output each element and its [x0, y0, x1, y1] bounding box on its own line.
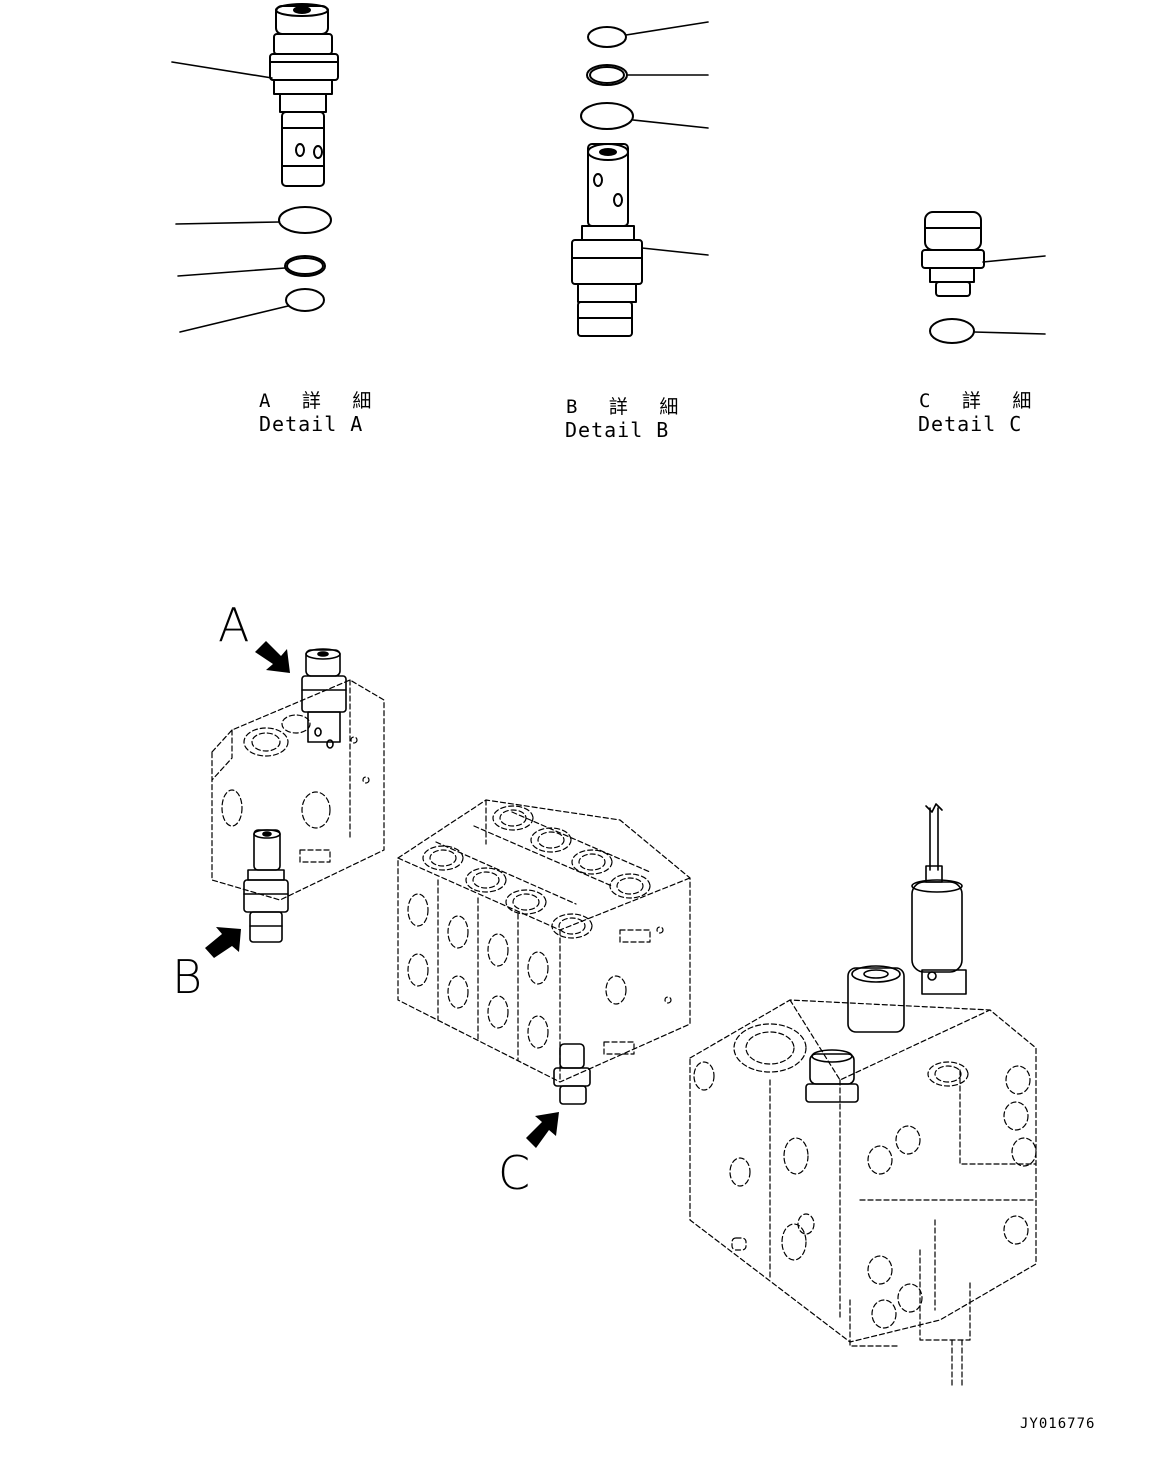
left-section-valve-b [243, 829, 289, 943]
pointer-label-c: C [498, 1146, 531, 1200]
detail-a-caption-en: Detail A [259, 412, 364, 436]
detail-b-o-rings [580, 26, 634, 130]
detail-a-o-rings [278, 206, 332, 312]
detail-a-caption-jp: A 詳 細 [259, 390, 382, 412]
drawing-code: JY016776 [1020, 1416, 1096, 1432]
detail-b-valve [571, 143, 643, 337]
arrow-c [526, 1112, 559, 1148]
right-assembly-cap [805, 965, 905, 1103]
detail-b-caption-jp: B 詳 細 [566, 396, 689, 418]
right-assembly-solenoid [911, 803, 967, 995]
center-block-plug-c [553, 1043, 591, 1105]
arrow-b [205, 927, 241, 958]
arrow-a [255, 641, 290, 673]
right-valve-assembly [689, 999, 1037, 1347]
left-section-valve-a [301, 648, 347, 749]
detail-c-o-ring [929, 318, 975, 344]
detail-a-relief-valve [269, 3, 339, 187]
detail-c-caption-en: Detail C [918, 412, 1023, 436]
right-assembly-pipe [951, 1339, 963, 1387]
left-valve-section [211, 679, 385, 901]
detail-c-plug [921, 211, 985, 297]
detail-c-caption-jp: C 詳 細 [919, 390, 1042, 412]
detail-a-leader-lines [171, 61, 289, 333]
pointer-label-a: A [218, 598, 250, 652]
detail-b-leader-lines [625, 21, 709, 256]
detail-c-leader-lines [973, 255, 1046, 335]
pointer-label-b: B [172, 950, 203, 1004]
center-valve-block [397, 799, 691, 1083]
detail-b-caption-en: Detail B [565, 418, 670, 442]
